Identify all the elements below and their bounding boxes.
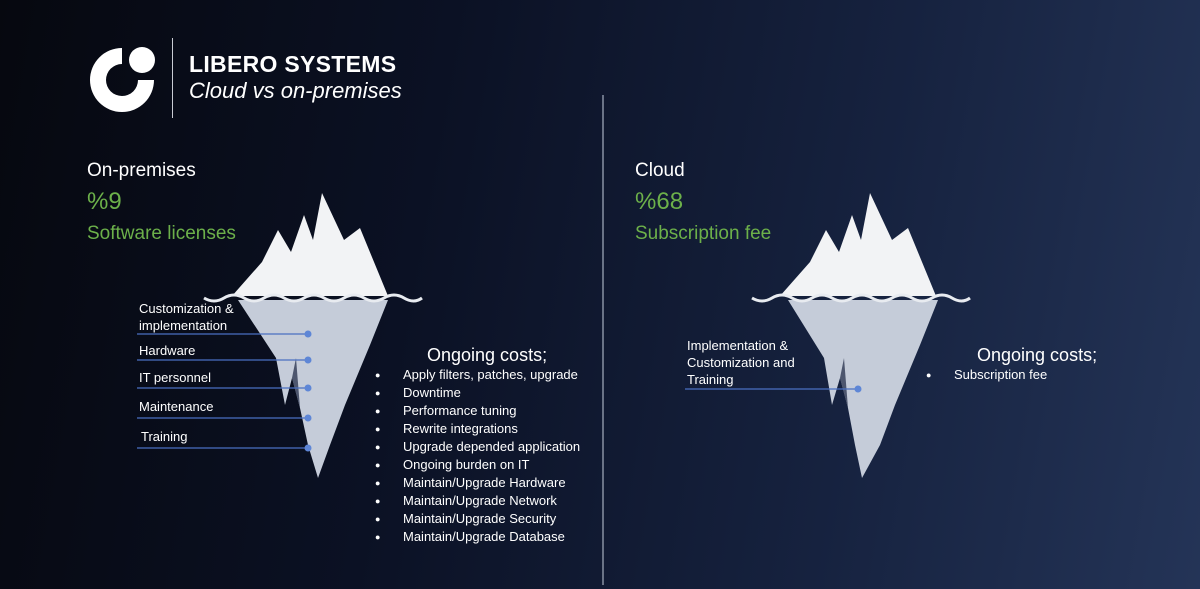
connector-dot: [304, 384, 312, 392]
cloud-visible-cost: Subscription fee: [635, 223, 772, 244]
list-item: ●Ongoing burden on IT: [375, 457, 530, 472]
cloud-waterline: [751, 293, 971, 303]
bullet-icon: ●: [375, 442, 381, 452]
on-premises-waterline: [203, 293, 423, 303]
brand-divider: [172, 38, 173, 118]
bullet-icon: ●: [375, 424, 381, 434]
list-item: ●Apply filters, patches, upgrade: [375, 367, 578, 382]
bullet-icon: ●: [375, 496, 381, 506]
cloud-title: Cloud: [635, 160, 685, 181]
on-premises-ongoing-title: Ongoing costs;: [427, 345, 548, 365]
cloud-iceberg-underwater: [788, 300, 938, 478]
list-item: ●Rewrite integrations: [375, 421, 518, 436]
list-item: ●Subscription fee: [926, 367, 1048, 382]
cloud-iceberg-tip: [780, 193, 936, 296]
hidden-cost-label: Maintenance: [139, 399, 214, 414]
cloud-percent: %68: [635, 188, 684, 215]
list-item: ●Maintain/Upgrade Hardware: [375, 475, 566, 490]
bullet-icon: ●: [375, 478, 381, 488]
page-subtitle: Cloud vs on-premises: [189, 78, 402, 103]
list-item: ●Maintain/Upgrade Network: [375, 493, 557, 508]
list-item: ●Maintain/Upgrade Database: [375, 529, 565, 544]
connector-dot: [304, 330, 312, 338]
on-premises-visible-cost: Software licenses: [87, 223, 236, 244]
bullet-icon: ●: [926, 370, 932, 380]
connector-dot: [854, 385, 862, 393]
on-premises-ongoing-list: ●Apply filters, patches, upgrade ●Downti…: [375, 366, 580, 546]
hidden-cost-label: Hardware: [139, 343, 196, 358]
on-premises-title: On-premises: [87, 160, 196, 181]
connector-dot: [304, 444, 312, 452]
list-item: ●Maintain/Upgrade Security: [375, 511, 557, 526]
cloud-ongoing-title: Ongoing costs;: [977, 345, 1098, 365]
libero-logo-icon: [90, 47, 155, 112]
connector-dot: [304, 414, 312, 422]
list-item: ●Downtime: [375, 385, 461, 400]
brand-name: LIBERO SYSTEMS: [189, 51, 397, 77]
cloud-ongoing-list: ●Subscription fee: [926, 366, 1047, 384]
bullet-icon: ●: [375, 514, 381, 524]
on-premises-iceberg-underwater: [238, 300, 388, 478]
hidden-cost-label: IT personnel: [139, 370, 212, 385]
list-item: ●Upgrade depended application: [375, 439, 581, 454]
on-premises-iceberg-tip: [232, 193, 388, 296]
connector-dot: [304, 356, 312, 364]
bullet-icon: ●: [375, 370, 381, 380]
hidden-cost-label: Implementation & Customization and Train…: [687, 338, 795, 387]
bullet-icon: ●: [375, 460, 381, 470]
bullet-icon: ●: [375, 388, 381, 398]
center-divider: [602, 95, 604, 585]
on-premises-percent: %9: [87, 188, 122, 215]
bullet-icon: ●: [375, 532, 381, 542]
list-item: ●Performance tuning: [375, 403, 517, 418]
hidden-cost-label: Training: [141, 429, 188, 444]
hidden-cost-label: Customization & implementation: [139, 301, 234, 333]
bullet-icon: ●: [375, 406, 381, 416]
